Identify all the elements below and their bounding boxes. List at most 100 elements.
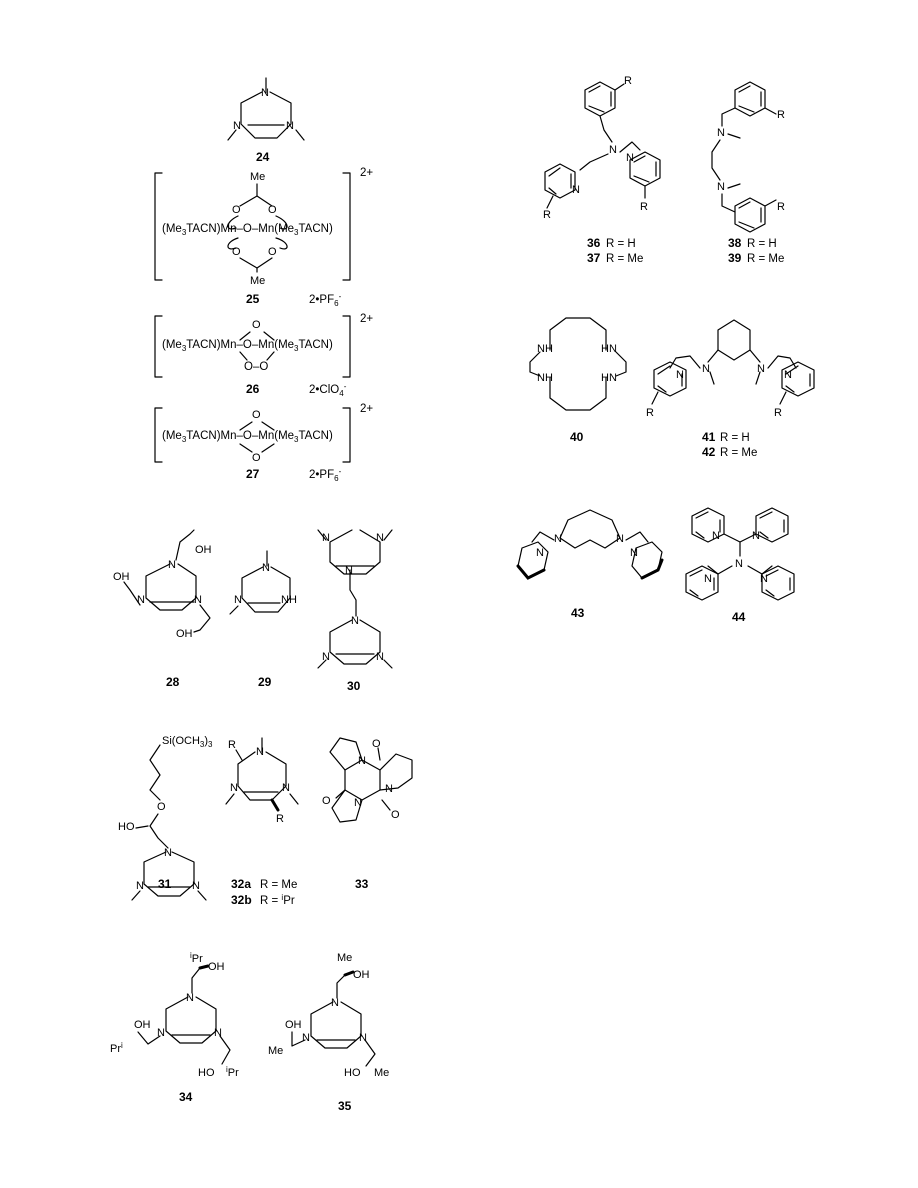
def-36: R = H [606, 238, 636, 250]
hydroxyl: OH [113, 571, 130, 583]
atom-n: N [760, 573, 768, 585]
label-28: 28 [166, 675, 180, 689]
atom-n: N [282, 782, 290, 794]
label-32a: 32a [231, 877, 251, 891]
atom-n: N [757, 363, 765, 375]
structure-24: N N N 24 [227, 77, 305, 164]
substituent-r: R [624, 75, 632, 87]
label-41: 41 [702, 430, 716, 444]
methyl-bottom: Me [250, 275, 265, 287]
atom-n: N [572, 184, 580, 196]
methyl: Me [337, 952, 352, 964]
label-32b: 32b [231, 893, 252, 907]
counterion-27: 2•PF6- [309, 467, 342, 483]
counterion-25: 2•PF6- [309, 292, 342, 308]
structure-35: OH Me OH Me HO Me N N N 35 [268, 952, 389, 1113]
label-27: 27 [246, 467, 260, 481]
substituent-r: R [543, 209, 551, 221]
def-37: R = Me [606, 253, 643, 265]
carbonyl-o: O [372, 738, 381, 750]
atom-n: N [536, 547, 544, 559]
atom-n: N [784, 369, 792, 381]
amine-hn: HN [601, 372, 617, 384]
structure-31: Si(OCH3)3 O HO N N N 31 [118, 735, 213, 901]
methyl-top: Me [250, 171, 265, 183]
def-38: R = H [747, 238, 777, 250]
substituent-r: R [774, 407, 782, 419]
hydroxyl: OH [134, 1019, 151, 1031]
hydroxyl: HO [118, 821, 135, 833]
atom-n: N [186, 992, 194, 1004]
substituent-r: R [777, 109, 785, 121]
def-41: R = H [720, 432, 750, 444]
amine-nh: NH [537, 372, 553, 384]
label-36: 36 [587, 236, 601, 250]
atom-n: N [385, 783, 393, 795]
def-32a: R = Me [260, 879, 297, 891]
structure-32: R R N N N 32a R = Me 32b R = iPr [225, 737, 299, 907]
atom-n: N [717, 181, 725, 193]
atom-o: O [232, 204, 241, 216]
substituent-r: R [777, 201, 785, 213]
structure-27: 2+ O (Me3TACN)Mn–O–Mn(Me3TACN) O 27 2•PF… [154, 403, 373, 483]
atom-n: N [345, 565, 353, 577]
atom-n: N [262, 562, 270, 574]
hydroxyl: OH [285, 1019, 302, 1031]
atom-n: N [676, 369, 684, 381]
atom-n: N [630, 547, 638, 559]
substituent-r: R [276, 813, 284, 825]
def-42: R = Me [720, 447, 757, 459]
label-37: 37 [587, 251, 601, 265]
atom-n: N [376, 532, 384, 544]
isopropyl: Pri [110, 1041, 123, 1055]
substituent-r: R [646, 407, 654, 419]
label-26: 26 [246, 382, 260, 396]
carbonyl-o: O [322, 795, 331, 807]
atom-n: N [331, 997, 339, 1009]
isopropyl: iPr [226, 1065, 239, 1079]
atom-n: N [354, 797, 362, 809]
label-25: 25 [246, 292, 260, 306]
atom-o: O [252, 319, 261, 331]
hydroxyl: OH [208, 961, 225, 973]
atom-n: N [351, 615, 359, 627]
atom-o: O [232, 246, 241, 258]
label-42: 42 [702, 445, 716, 459]
amine-hn: HN [601, 343, 617, 355]
structure-41-42: N N N R N R 41 R = H 42 R = Me [646, 319, 815, 459]
atom-o: O [252, 409, 261, 421]
peroxo-bridge: O–O [244, 361, 268, 373]
label-35: 35 [338, 1099, 352, 1113]
hydroxyl: HO [344, 1067, 361, 1079]
label-33: 33 [355, 877, 369, 891]
atom-o: O [268, 246, 277, 258]
methyl: Me [268, 1045, 283, 1057]
hydroxyl: OH [195, 544, 212, 556]
atom-n: N [702, 363, 710, 375]
atom-n: N [136, 880, 144, 892]
structure-36-37: R N R N R N 36 R = H 37 R = Me [543, 75, 661, 265]
silyl-group: Si(OCH3)3 [162, 735, 213, 749]
hydroxyl: OH [353, 969, 370, 981]
atom-n: N [609, 144, 617, 156]
atom-n: N [616, 533, 624, 545]
structure-40: NH NH HN HN 40 [529, 317, 627, 444]
atom-n: N [752, 530, 760, 542]
amine-nh: NH [537, 343, 553, 355]
structure-33: O O O N N N 33 [322, 737, 413, 891]
label-38: 38 [728, 236, 742, 250]
atom-n: N [322, 651, 330, 663]
structure-34: OH iPr OH Pri HO iPr N N N 34 [110, 951, 239, 1104]
def-32b: R = iPr [260, 893, 295, 907]
carbonyl-o: O [391, 809, 400, 821]
structure-38-39: R N N R 38 R = H 39 R = Me [711, 81, 785, 265]
label-31: 31 [158, 877, 172, 891]
label-40: 40 [570, 430, 584, 444]
atom-o: O [157, 801, 166, 813]
label-39: 39 [728, 251, 742, 265]
hydroxyl: HO [198, 1067, 215, 1079]
methyl: Me [374, 1067, 389, 1079]
charge-26: 2+ [360, 313, 373, 325]
structure-43: N N N N 43 [516, 509, 664, 620]
